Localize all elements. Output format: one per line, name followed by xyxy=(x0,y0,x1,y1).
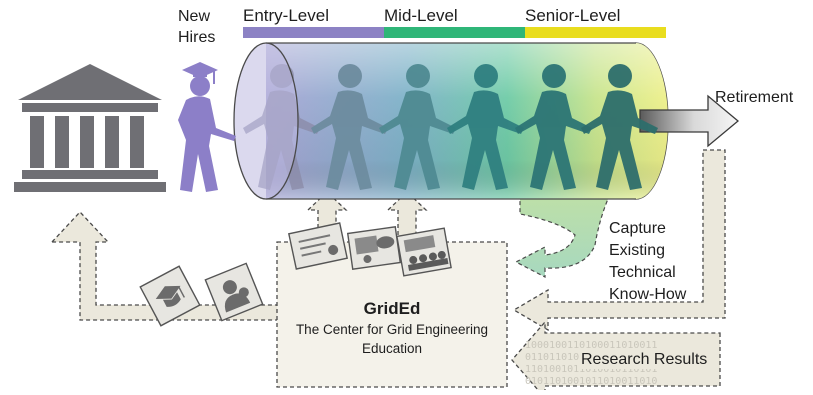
knowhow-return-arrow xyxy=(512,149,726,332)
worker-figure xyxy=(515,64,592,190)
research-results-label: Research Results xyxy=(579,351,710,369)
webinar-icon xyxy=(346,226,402,270)
worker-figure xyxy=(311,64,388,190)
graduation-cap-icon xyxy=(139,265,201,327)
binary-row-2: 1101001011010010110101 xyxy=(525,364,657,375)
senior-level-bar xyxy=(525,27,666,38)
binary-row-0: 1000100110100011010011 xyxy=(525,340,657,351)
building-icon xyxy=(14,64,166,192)
new-hire-figure xyxy=(178,62,236,192)
worker-figure xyxy=(581,64,658,190)
center-full-name: The Center for Grid Engineering Educatio… xyxy=(295,322,489,356)
classroom-icon xyxy=(396,227,452,277)
entry-level-label: Entry-Level xyxy=(243,6,329,25)
worker-figure xyxy=(379,64,456,190)
senior-level-label: Senior-Level xyxy=(525,6,621,25)
binary-row-3: 0101101001011010011010 xyxy=(525,376,657,387)
mid-level-label: Mid-Level xyxy=(384,6,458,25)
mid-level-bar xyxy=(384,27,525,38)
return-to-institution-arrow xyxy=(50,211,281,321)
retirement-label: Retirement xyxy=(715,89,794,106)
user-icon xyxy=(204,262,264,322)
entry-level-bar xyxy=(243,27,384,38)
capture-knowhow-label: Capture Existing Technical Know-How xyxy=(609,220,687,303)
training-up-arrow-2 xyxy=(386,191,428,243)
worker-figure xyxy=(447,64,524,190)
knowledge-capture-drip xyxy=(514,189,613,278)
training-up-arrow-1 xyxy=(306,191,348,243)
new-hires-label: New Hires xyxy=(178,8,216,46)
diploma-icon xyxy=(287,222,349,270)
center-name: GridEd xyxy=(363,299,421,318)
gridEd-center-box xyxy=(276,241,508,388)
tube-front-opening xyxy=(233,42,299,200)
